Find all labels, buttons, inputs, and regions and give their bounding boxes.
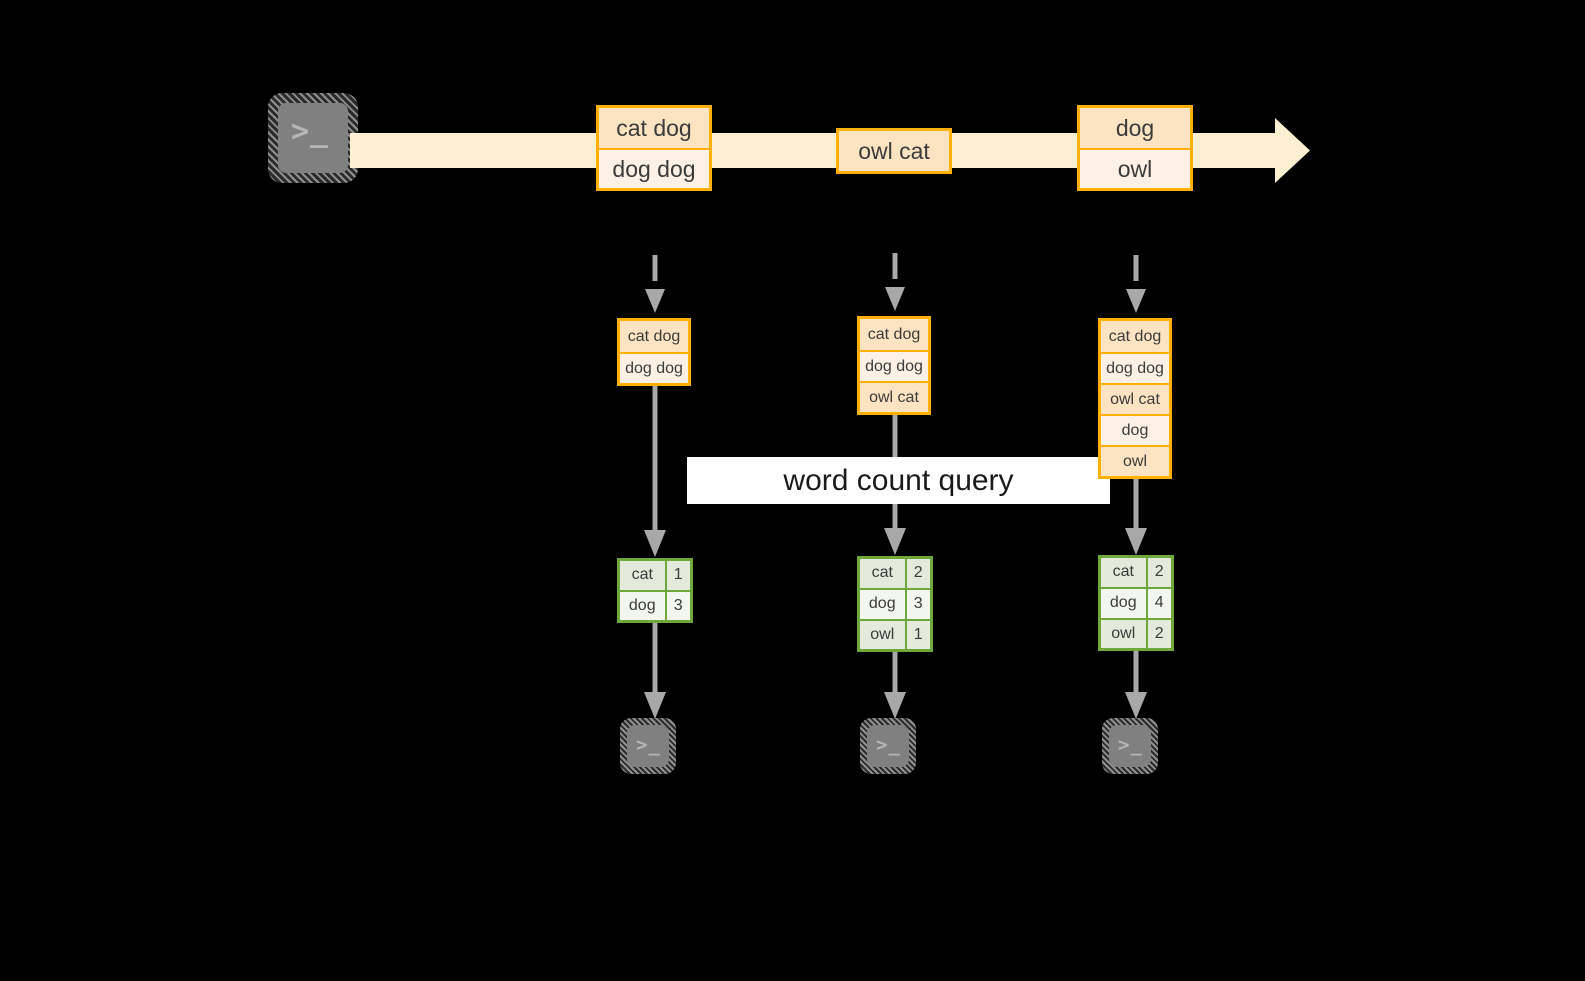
- connector-result-to-sink-3: [1121, 651, 1151, 720]
- stream-event-line: cat dog: [599, 108, 709, 148]
- connector-stream-to-stack-3: [1121, 255, 1151, 315]
- result-count: 2: [904, 557, 932, 589]
- stream-event-line: owl cat: [839, 131, 949, 171]
- table-row: cat 1: [618, 559, 692, 591]
- stack-row: dog dog: [860, 350, 928, 381]
- terminal-prompt-label: >_: [636, 734, 661, 756]
- table-row: dog 4: [1099, 586, 1173, 619]
- sink-terminal-icon-1: >_: [620, 718, 676, 774]
- stream-event-box-1: cat dog dog dog: [596, 105, 712, 191]
- stack-row: cat dog: [860, 319, 928, 350]
- stream-event-line: owl: [1080, 148, 1190, 188]
- stack-column-1: cat dog dog dog: [617, 318, 691, 386]
- terminal-prompt-label: >_: [876, 734, 901, 756]
- stack-row: dog: [1101, 414, 1169, 445]
- result-word: dog: [858, 587, 906, 620]
- sink-terminal-icon-3: >_: [1102, 718, 1158, 774]
- table-row: cat 2: [858, 557, 932, 589]
- result-count: 3: [904, 587, 932, 620]
- result-table-column-1: cat 1 dog 3: [617, 558, 693, 623]
- result-count: 1: [664, 559, 692, 591]
- stack-row: dog dog: [620, 352, 688, 383]
- connector-stack-to-result-3: [1121, 478, 1151, 556]
- result-table-column-2: cat 2 dog 3 owl 1: [857, 556, 933, 652]
- stack-column-3: cat dog dog dog owl cat dog owl: [1098, 318, 1172, 479]
- connector-stream-to-stack-2: [880, 253, 910, 313]
- result-word: dog: [618, 589, 666, 622]
- stream-right-arrow-icon: [350, 118, 1310, 183]
- sink-terminal-icon-2: >_: [860, 718, 916, 774]
- stack-row: owl cat: [1101, 383, 1169, 414]
- stream-event-box-2: owl cat: [836, 128, 952, 174]
- result-word: dog: [1099, 586, 1147, 619]
- terminal-face: [627, 725, 669, 767]
- terminal-prompt-label: >_: [1118, 734, 1143, 756]
- result-count: 2: [1145, 617, 1173, 650]
- connector-stack-to-result-1: [640, 384, 670, 558]
- connector-stream-to-stack-1: [640, 255, 670, 315]
- stack-row: cat dog: [1101, 321, 1169, 352]
- connector-result-to-sink-1: [640, 622, 670, 720]
- stack-column-2: cat dog dog dog owl cat: [857, 316, 931, 415]
- stream-event-box-3: dog owl: [1077, 105, 1193, 191]
- stack-row: cat dog: [620, 321, 688, 352]
- result-word: cat: [1099, 556, 1147, 588]
- terminal-prompt-label: >_: [291, 114, 330, 149]
- result-word: cat: [858, 557, 906, 589]
- result-table-column-3: cat 2 dog 4 owl 2: [1098, 555, 1174, 651]
- result-word: cat: [618, 559, 666, 591]
- result-word: owl: [1099, 617, 1147, 650]
- stack-row: owl: [1101, 445, 1169, 476]
- query-banner-label: word count query: [783, 463, 1014, 497]
- stream-event-line: dog dog: [599, 148, 709, 188]
- stream-event-line: dog: [1080, 108, 1190, 148]
- table-row: cat 2: [1099, 556, 1173, 588]
- terminal-face: [1109, 725, 1151, 767]
- source-terminal-icon: >_: [268, 93, 358, 183]
- result-word: owl: [858, 618, 906, 651]
- table-row: owl 2: [1099, 617, 1173, 650]
- result-count: 4: [1145, 586, 1173, 619]
- query-banner: word count query: [687, 457, 1110, 504]
- stack-row: dog dog: [1101, 352, 1169, 383]
- terminal-face: [867, 725, 909, 767]
- result-count: 1: [904, 618, 932, 651]
- connector-result-to-sink-2: [880, 652, 910, 720]
- table-row: dog 3: [618, 589, 692, 622]
- table-row: dog 3: [858, 587, 932, 620]
- stack-row: owl cat: [860, 381, 928, 412]
- result-count: 2: [1145, 556, 1173, 588]
- result-count: 3: [664, 589, 692, 622]
- terminal-face: [278, 103, 348, 173]
- table-row: owl 1: [858, 618, 932, 651]
